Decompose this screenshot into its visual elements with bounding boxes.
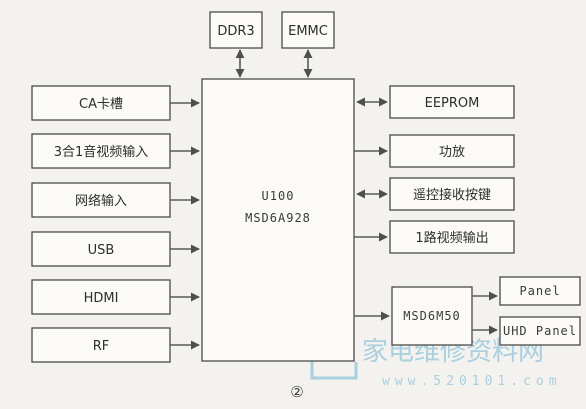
hdmi-label: HDMI	[84, 291, 119, 306]
output-blocks: EEPROM 功放 遥控接收按键 1路视频输出	[354, 85, 515, 254]
usb-label: USB	[88, 243, 115, 258]
watermark-site: www.520101.com	[382, 374, 562, 389]
remote-receiver-block	[389, 177, 515, 211]
hdmi-block	[31, 279, 171, 315]
ca-slot-block	[31, 85, 171, 121]
sub-chip-block	[391, 286, 473, 346]
rf-block	[31, 327, 171, 363]
uhd-panel-label: UHD Panel	[503, 324, 577, 338]
memory-blocks: DDR3 EMMC	[209, 11, 335, 78]
panel-block	[499, 276, 581, 306]
figure-number: ②	[290, 383, 303, 401]
network-input-label: 网络输入	[75, 193, 127, 209]
emmc-block	[281, 11, 335, 49]
main-chip-model: MSD6A928	[245, 211, 311, 225]
sub-chip-label: MSD6M50	[403, 309, 461, 323]
video-output-label: 1路视频输出	[415, 230, 488, 246]
eeprom-block	[389, 85, 515, 119]
rf-label: RF	[93, 339, 110, 354]
amplifier-block	[389, 134, 515, 168]
ddr3-block	[209, 11, 263, 49]
network-input-block	[31, 182, 171, 218]
main-chip: U100 MSD6A928	[201, 78, 355, 362]
av-input-label: 3合1音视频输入	[54, 144, 149, 160]
input-blocks: CA卡槽 3合1音视频输入 网络输入 USB HDMI RF	[31, 85, 200, 363]
panel-label: Panel	[519, 284, 560, 298]
ca-slot-label: CA卡槽	[79, 97, 123, 112]
usb-block	[31, 231, 171, 267]
emmc-label: EMMC	[288, 24, 328, 39]
figure-number-label: ②	[290, 383, 303, 401]
main-chip-id: U100	[262, 189, 295, 203]
eeprom-label: EEPROM	[425, 96, 480, 111]
video-output-block	[389, 220, 515, 254]
uhd-panel-block	[499, 316, 581, 346]
display-path: MSD6M50 Panel UHD Panel	[354, 276, 581, 346]
main-chip-box	[201, 78, 355, 362]
remote-receiver-label: 遥控接收按键	[413, 187, 491, 203]
ddr3-label: DDR3	[217, 24, 254, 39]
amplifier-label: 功放	[439, 145, 465, 160]
